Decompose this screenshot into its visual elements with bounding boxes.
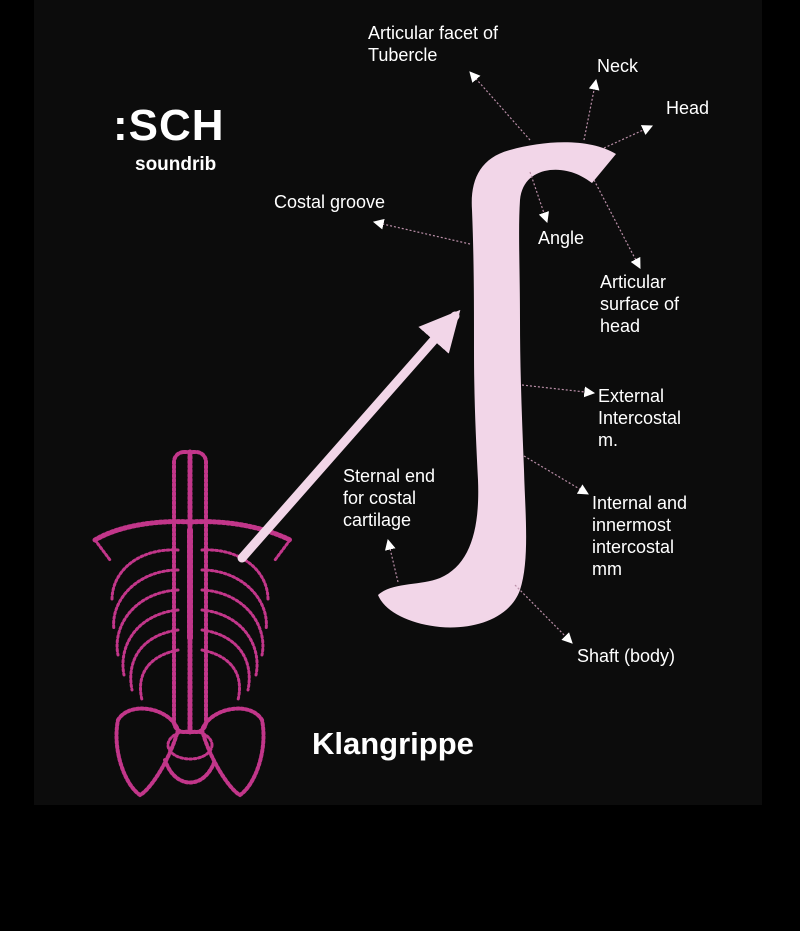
label-costal-groove: Costal groove <box>274 192 386 212</box>
label-neck: Neck <box>597 56 639 76</box>
rib-bone-icon <box>378 142 616 628</box>
label-shaft: Shaft (body) <box>577 646 676 666</box>
label-angle: Angle <box>538 228 585 248</box>
label-internal-innermost: Internal and innermost intercostal mm <box>592 493 688 579</box>
label-external-intercostal: External Intercostal m. <box>598 386 682 450</box>
ribcage-skeleton-icon <box>92 449 293 798</box>
brand-subtitle: soundrib <box>135 154 217 175</box>
poster-panel <box>34 0 762 805</box>
label-head: Head <box>666 98 710 118</box>
brand-title: :SCH <box>113 101 225 150</box>
label-articular-surface: Articular surface of head <box>600 272 680 336</box>
leader-lines <box>372 71 653 644</box>
footer-title: Klangrippe <box>312 726 474 761</box>
pointer-arrow <box>237 309 461 563</box>
label-sternal-end: Sternal end for costal cartilage <box>343 466 436 530</box>
label-articular-facet: Articular facet of Tubercle <box>368 23 499 65</box>
